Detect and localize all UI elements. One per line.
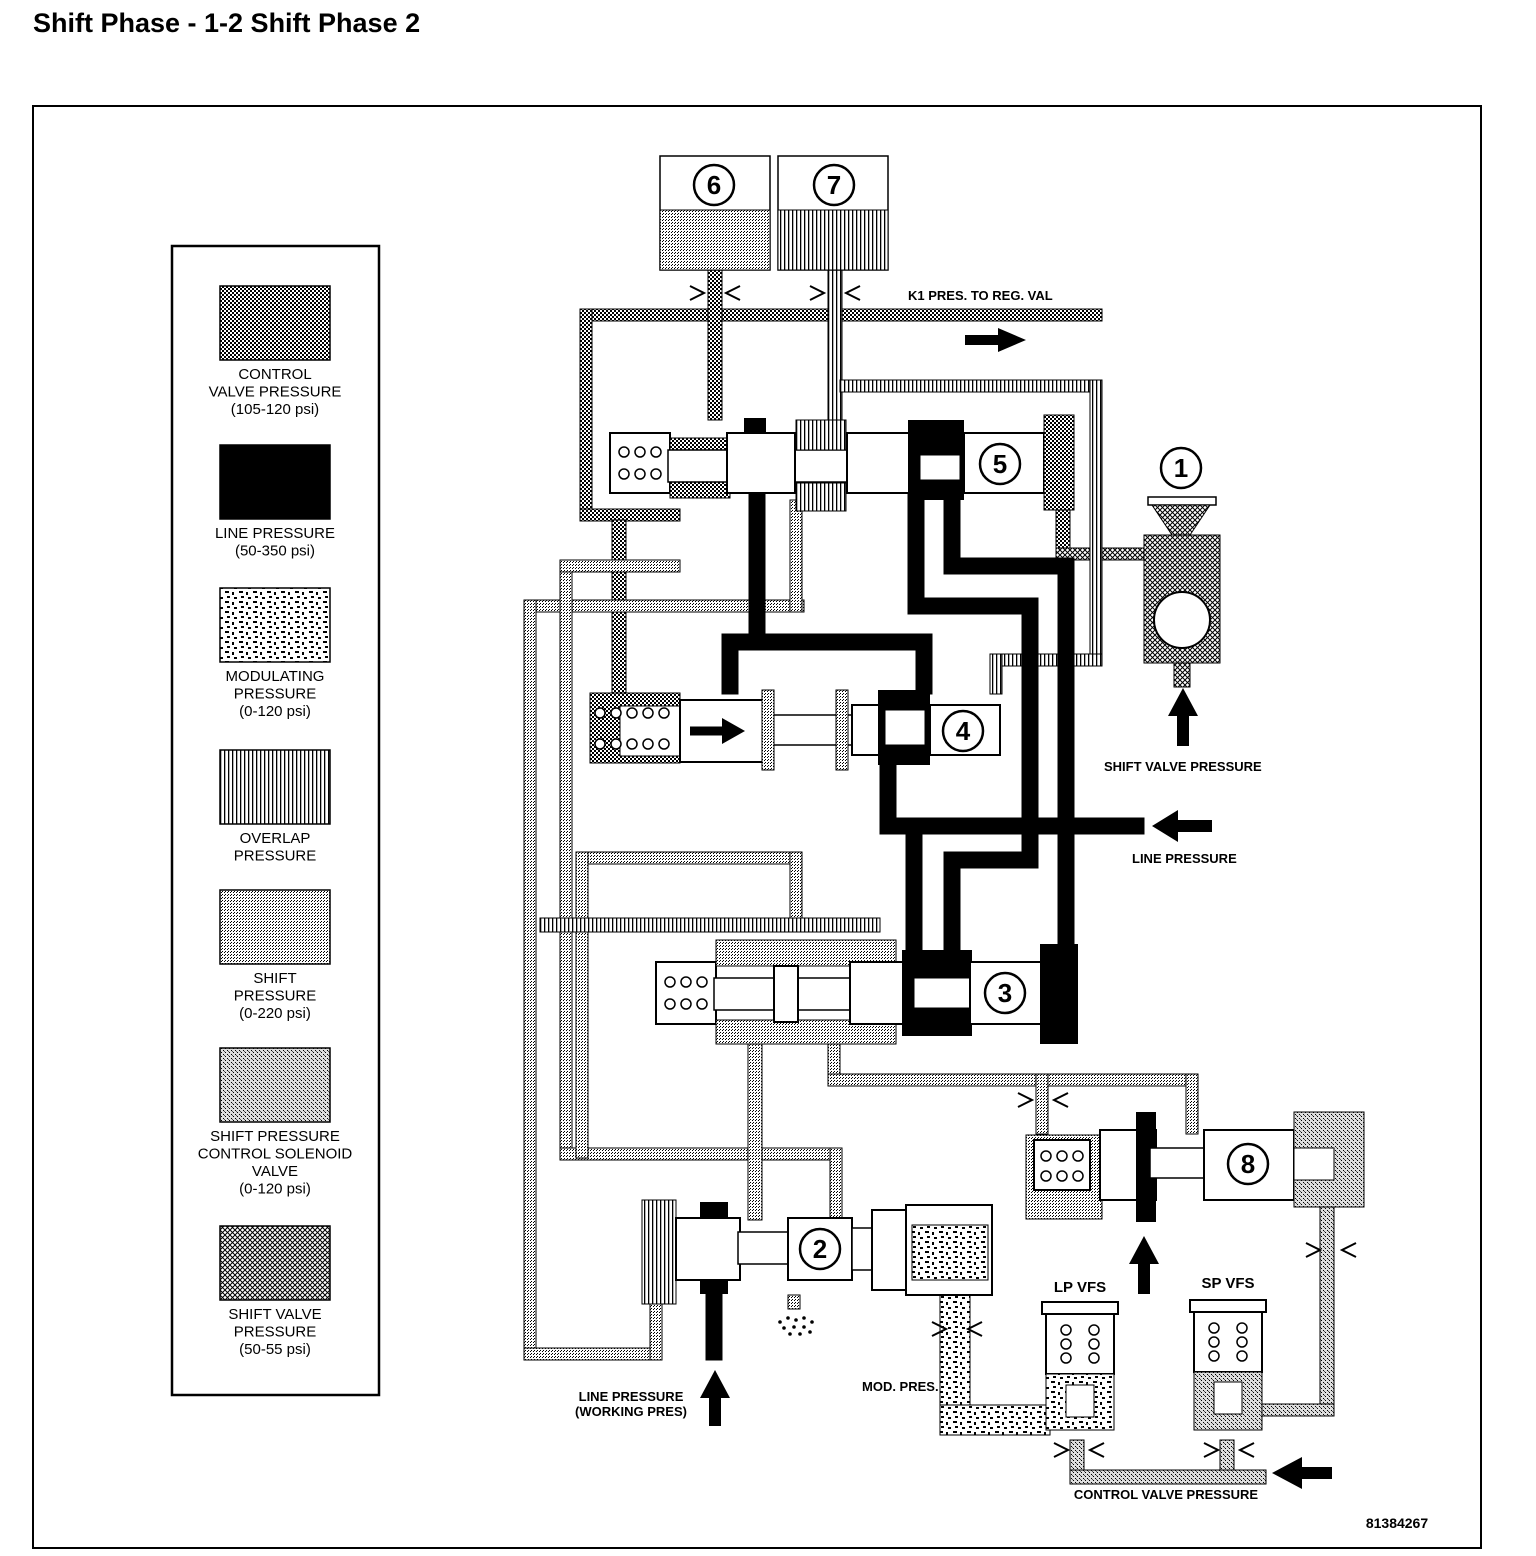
legend-label: CONTROL: [238, 366, 311, 383]
svg-text:6: 6: [707, 170, 721, 200]
label-line-pressure: LINE PRESSURE: [1132, 851, 1237, 866]
shift-valve-1: [1143, 496, 1221, 688]
callout-5: 5: [978, 442, 1022, 486]
legend-frame: [170, 244, 381, 1397]
page-title: Shift Phase - 1-2 Shift Phase 2: [33, 8, 421, 38]
svg-text:5: 5: [993, 449, 1007, 479]
callouts: 6 7 5 1 4 3 2 8: [692, 163, 1270, 1271]
legend-label: (0-120 psi): [239, 1181, 311, 1198]
legend-label: SHIFT VALVE: [228, 1306, 321, 1323]
legend-label: (0-120 psi): [239, 703, 311, 720]
arrow-working-pressure-up: [700, 1370, 730, 1426]
arrow-shift-valve-up: [1168, 688, 1198, 746]
callout-2: 2: [798, 1227, 842, 1271]
legend-label: OVERLAP: [240, 830, 311, 847]
callout-8: 8: [1226, 1142, 1270, 1186]
legend-label: PRESSURE: [234, 848, 317, 865]
labels: K1 PRES. TO REG. VAL SHIFT VALVE PRESSUR…: [575, 288, 1428, 1531]
legend-label: MODULATING: [226, 668, 325, 685]
legend-swatch-line: [219, 444, 331, 520]
legend-swatch-control: [219, 285, 331, 361]
callout-6: 6: [692, 163, 736, 207]
legend-label: SHIFT: [253, 970, 296, 987]
arrow-line-pressure-left: [1152, 810, 1212, 842]
sp-vfs-solenoid: [1189, 1299, 1267, 1431]
restrictors: [689, 285, 1357, 1458]
arrow-k1-right: [965, 328, 1026, 352]
legend-label: (0-220 psi): [239, 1005, 311, 1022]
figure-id: 81384267: [1366, 1515, 1429, 1531]
callout-1: 1: [1159, 446, 1203, 490]
legend-swatch-shift: [219, 889, 331, 965]
callout-7: 7: [812, 163, 856, 207]
legend-label: CONTROL SOLENOID: [198, 1146, 353, 1163]
callout-3: 3: [983, 971, 1027, 1015]
legend-label: (50-350 psi): [235, 543, 315, 560]
passages: [523, 269, 1335, 1485]
svg-text:4: 4: [956, 716, 971, 746]
legend-label: SHIFT PRESSURE: [210, 1128, 340, 1145]
flow-arrows: [700, 328, 1332, 1489]
svg-text:8: 8: [1241, 1149, 1255, 1179]
legend-swatch-overlap: [219, 749, 331, 825]
legend-swatch-shiftvalve: [219, 1225, 331, 1301]
label-shift-valve-pressure: SHIFT VALVE PRESSURE: [1104, 759, 1262, 774]
legend-label: PRESSURE: [234, 686, 317, 703]
legend-label: PRESSURE: [234, 1324, 317, 1341]
label-line-pressure-working-2: (WORKING PRES): [575, 1404, 687, 1419]
arrow-8-up: [1129, 1236, 1159, 1294]
legend-label: VALVE: [252, 1163, 298, 1180]
svg-text:1: 1: [1174, 453, 1188, 483]
label-lp-vfs: LP VFS: [1054, 1279, 1106, 1296]
label-k1: K1 PRES. TO REG. VAL: [908, 288, 1053, 303]
valve-8: [1025, 1111, 1365, 1222]
lp-vfs-solenoid: [1041, 1301, 1119, 1431]
legend-label: PRESSURE: [234, 988, 317, 1005]
diagram-frame: [32, 105, 1482, 1549]
legend-item-line: LINE PRESSURE(50-350 psi): [215, 444, 335, 560]
arrow-control-left: [1272, 1457, 1332, 1489]
springs: [594, 446, 1248, 1364]
legend-label: VALVE PRESSURE: [209, 384, 342, 401]
label-control-valve-pressure: CONTROL VALVE PRESSURE: [1074, 1487, 1259, 1502]
legend-swatch-solenoid: [219, 1047, 331, 1123]
svg-text:3: 3: [998, 978, 1012, 1008]
legend-label: LINE PRESSURE: [215, 525, 335, 542]
valve-4: [589, 689, 1001, 771]
callout-4: 4: [941, 709, 985, 753]
valve-2: [641, 1199, 993, 1305]
label-mod-pres: MOD. PRES.: [862, 1379, 939, 1394]
label-line-pressure-working-1: LINE PRESSURE: [579, 1389, 684, 1404]
svg-text:2: 2: [813, 1234, 827, 1264]
svg-text:7: 7: [827, 170, 841, 200]
legend-swatch-modulating: [219, 587, 331, 663]
legend-label: (105-120 psi): [231, 401, 319, 418]
legend-label: (50-55 psi): [239, 1341, 311, 1358]
label-sp-vfs: SP VFS: [1201, 1275, 1254, 1292]
exhaust-spray: [778, 1294, 814, 1336]
accumulator-7: [777, 155, 889, 271]
